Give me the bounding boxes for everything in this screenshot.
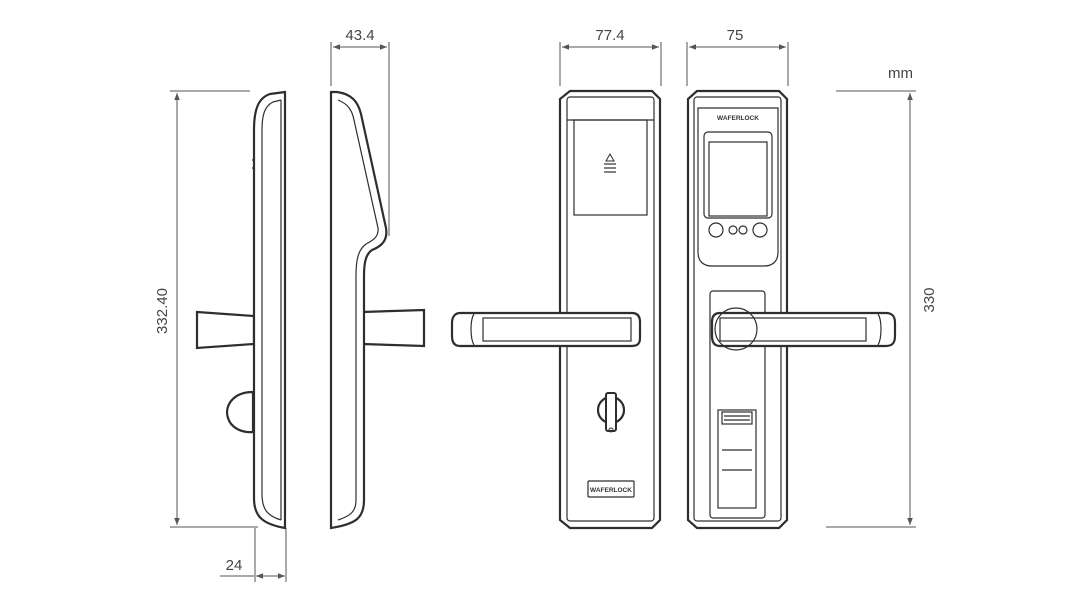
handle-rose [714,307,758,351]
dim-width-back-label: 77.4 [595,27,624,44]
front-plate [686,89,789,530]
dim-width-front: 75 [686,27,789,86]
units-label: mm [888,65,913,82]
fingerprint-sensor [721,411,753,425]
dim-depth-label: 43.4 [345,27,374,44]
display-area [708,141,768,217]
handle-profile-right [360,308,426,348]
fingerprint-slot [717,409,757,509]
profile-view-front [329,90,426,530]
body-profile-front [329,90,388,530]
button-mid-left [728,225,738,235]
thumb-turn-profile [226,390,255,434]
brand-label-back: WAFERLOCK [590,487,632,494]
eject-icon [605,152,615,162]
dim-height-overall-label: 332.40 [154,288,171,334]
dim-thickness-label: 24 [226,557,243,574]
lever-handle-front [710,311,897,348]
dim-height-overall: 332.40 [154,90,258,528]
battery-cover [573,119,648,216]
dim-height-front-label: 330 [921,287,938,312]
button-right [752,222,768,238]
brand-badge-back [587,480,635,498]
dim-width-back: 77.4 [559,27,662,86]
plate-profile-back [252,90,287,530]
button-left [708,222,724,238]
profile-view-back [195,90,287,530]
front-view: WAFERLOCK [686,89,897,530]
handle-profile-left [195,310,256,350]
lever-handle-back [450,311,642,348]
back-view: WAFERLOCK [450,89,662,530]
brand-label-front: WAFERLOCK [717,115,759,122]
reader-module [697,107,779,267]
dim-thickness-plate: 24 [220,528,287,582]
button-mid-right [738,225,748,235]
dim-height-front: 330 [826,90,938,528]
dim-width-front-label: 75 [727,27,744,44]
display-screen [703,131,773,219]
dim-depth-side: 43.4 [330,27,390,236]
back-plate [558,89,662,530]
lower-panel [709,290,766,519]
